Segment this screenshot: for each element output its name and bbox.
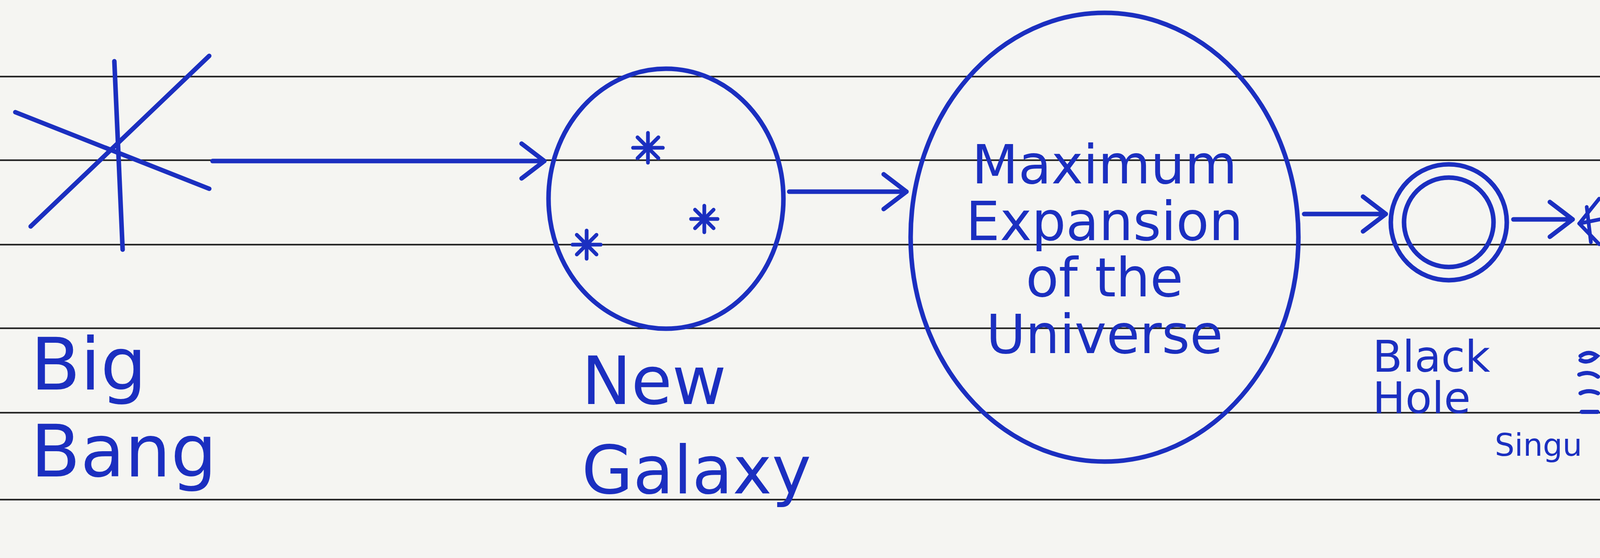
black-hole-circle: Black Hole — [1387, 161, 1511, 284]
ink-stroke — [695, 210, 714, 229]
flow-arrow — [212, 143, 545, 179]
flow-arrow — [789, 174, 907, 210]
singularity-symbol: Singu — [1574, 190, 1600, 257]
ink-stroke — [30, 55, 210, 227]
ink-stroke — [576, 234, 597, 255]
ink-stroke — [637, 137, 659, 159]
universe-outline — [910, 12, 1299, 462]
node-outline — [1387, 161, 1511, 284]
arrow-line — [212, 143, 545, 179]
galaxy-outline — [548, 68, 784, 329]
flow-arrow — [1513, 202, 1573, 237]
node-label: Black Hole — [1372, 336, 1510, 420]
universe-circle: Maximum Expansion of the Universe — [908, 10, 1301, 465]
label-holder: Maximum Expansion of the Universe — [908, 10, 1301, 465]
node-label: Maximum Expansion of the Universe — [959, 136, 1250, 363]
node-outline — [546, 66, 786, 332]
arrow-line — [1513, 202, 1573, 237]
node-label: New Galaxy — [581, 336, 812, 516]
node-outline — [1574, 190, 1600, 257]
start-star: Big Bang — [15, 55, 210, 250]
node-label: Big Bang — [30, 321, 217, 496]
ink-stroke — [114, 61, 123, 250]
node-outline — [15, 55, 210, 250]
ink-stroke — [1586, 207, 1591, 243]
flow-arrow — [1304, 196, 1386, 232]
inner-ring — [1404, 177, 1494, 268]
ink-stroke — [576, 234, 597, 255]
arrow-line — [1304, 196, 1386, 232]
edge-scribble — [1579, 353, 1598, 413]
galaxy-circle: New Galaxy — [546, 66, 786, 332]
node-label: Singu — [1494, 428, 1583, 463]
ink-stroke — [695, 210, 714, 229]
arrow-line — [789, 174, 907, 210]
ink-stroke — [637, 137, 659, 159]
outer-ring — [1390, 164, 1507, 281]
